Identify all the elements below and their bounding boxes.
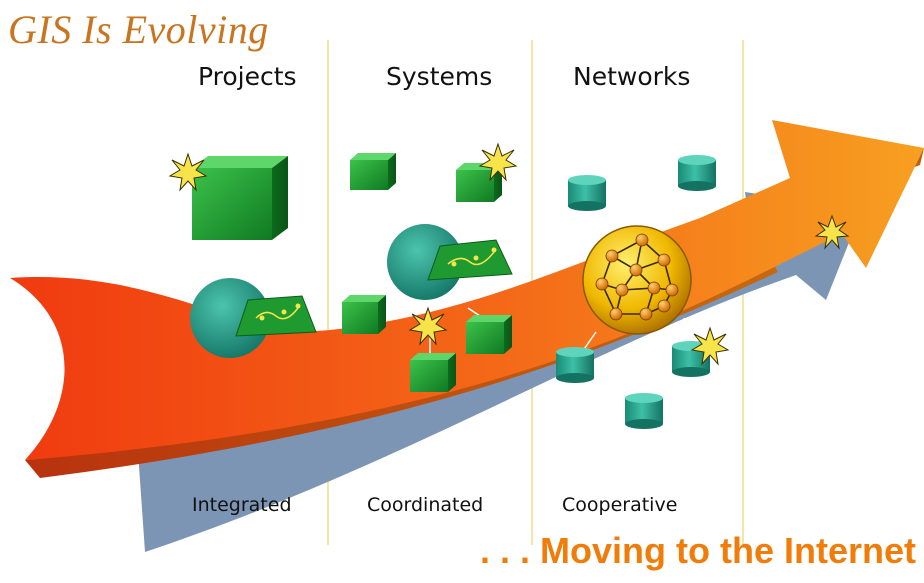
spark-icon-3 (408, 306, 448, 346)
networks-cylinder-icon-5 (625, 393, 663, 429)
network-globe-icon (582, 225, 692, 335)
stage-label-coordinated: Coordinated (367, 494, 484, 516)
systems-cube-icon-3 (342, 295, 386, 334)
column-heading-projects: Projects (198, 62, 297, 91)
projects-map-sheet-icon (235, 295, 317, 337)
systems-cube-icon-1 (350, 153, 396, 190)
spark-icon-1 (168, 152, 208, 192)
column-heading-networks: Networks (573, 62, 691, 91)
networks-connector-3 (683, 317, 693, 346)
systems-cube-icon-5 (410, 353, 456, 392)
front-arrow (10, 120, 924, 460)
tagline: . . . Moving to the Internet (480, 530, 916, 571)
stage-label-cooperative: Cooperative (562, 494, 678, 516)
networks-cylinder-icon-2 (678, 155, 716, 191)
spark-icon-2 (478, 142, 518, 182)
spark-icon-4 (690, 326, 730, 366)
networks-cylinder-icon-1 (568, 175, 606, 211)
systems-map-sheet-icon (427, 239, 513, 281)
spark-icon-5 (814, 214, 850, 250)
stage-label-integrated: Integrated (192, 494, 292, 516)
systems-disc-icon (387, 224, 463, 300)
networks-cylinder-icon-3 (556, 347, 594, 383)
projects-disc-icon (190, 278, 270, 358)
page-title: GIS Is Evolving (8, 7, 269, 52)
systems-cube-icon-4 (466, 315, 512, 354)
front-arrow-side (25, 258, 778, 478)
projects-cube-icon (192, 156, 288, 240)
column-heading-systems: Systems (386, 62, 493, 91)
